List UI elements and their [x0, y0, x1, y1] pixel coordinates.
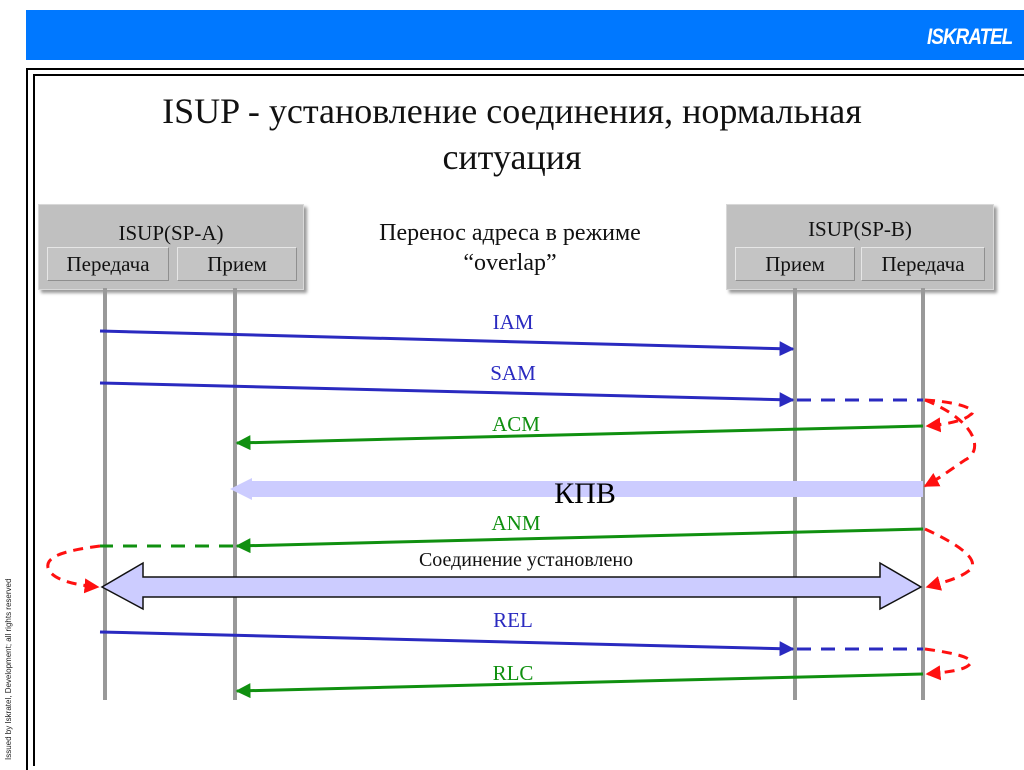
message-label-rel: REL — [493, 608, 533, 632]
port-b-transmit: Передача — [861, 247, 985, 281]
slide-title: ISUP - установление соединения, нормальн… — [40, 88, 984, 180]
node-sp-b: ISUP(SP-B) Прием Передача — [726, 204, 994, 290]
overlap-note: Перенос адреса в режиме “overlap” — [340, 218, 680, 278]
port-a-receive: Прием — [177, 247, 297, 281]
message-arrow-rlc — [235, 672, 924, 699]
slide-frame-inner — [33, 74, 1024, 766]
message-arrow-anm — [235, 527, 924, 554]
port-b-receive: Прием — [735, 247, 855, 281]
message-label-rlc: RLC — [493, 661, 534, 685]
overlap-note-line2: “overlap” — [463, 250, 557, 276]
relay-loop-rlc — [924, 647, 973, 681]
slide-title-line2: ситуация — [442, 137, 582, 177]
overlap-note-line1: Перенос адреса в режиме — [379, 220, 641, 246]
message-label-acm: ACM — [492, 412, 540, 436]
message-arrow-rel — [99, 630, 795, 657]
relay-loop-anm-a — [46, 544, 101, 594]
node-sp-b-title: ISUP(SP-B) — [808, 217, 912, 241]
message-arrow-acm — [235, 424, 924, 451]
tone-arrow-kpv — [230, 478, 923, 500]
slide-title-line1: ISUP - установление соединения, нормальн… — [162, 91, 862, 131]
node-sp-a: ISUP(SP-A) Передача Прием — [38, 204, 304, 290]
message-label-anm: ANM — [491, 511, 540, 535]
message-arrow-sam — [99, 381, 795, 408]
node-sp-a-title: ISUP(SP-A) — [118, 221, 224, 245]
message-label-iam: IAM — [493, 310, 534, 334]
message-label-sam: SAM — [490, 361, 536, 385]
relay-loop-acm — [924, 398, 974, 433]
message-arrow-iam — [99, 329, 795, 357]
iskratel-logo: ISKRATEL — [926, 24, 1013, 49]
relay-loop-kpv — [923, 398, 976, 488]
connection-double-arrow — [100, 561, 923, 611]
header-bar: ISKRATEL — [26, 10, 1024, 60]
slide-frame-outer — [26, 68, 1024, 770]
tone-label-kpv: КПВ — [554, 477, 616, 510]
relay-loop-anm-b — [924, 527, 974, 591]
port-a-transmit: Передача — [47, 247, 169, 281]
connection-label: Соединение установлено — [419, 549, 633, 571]
